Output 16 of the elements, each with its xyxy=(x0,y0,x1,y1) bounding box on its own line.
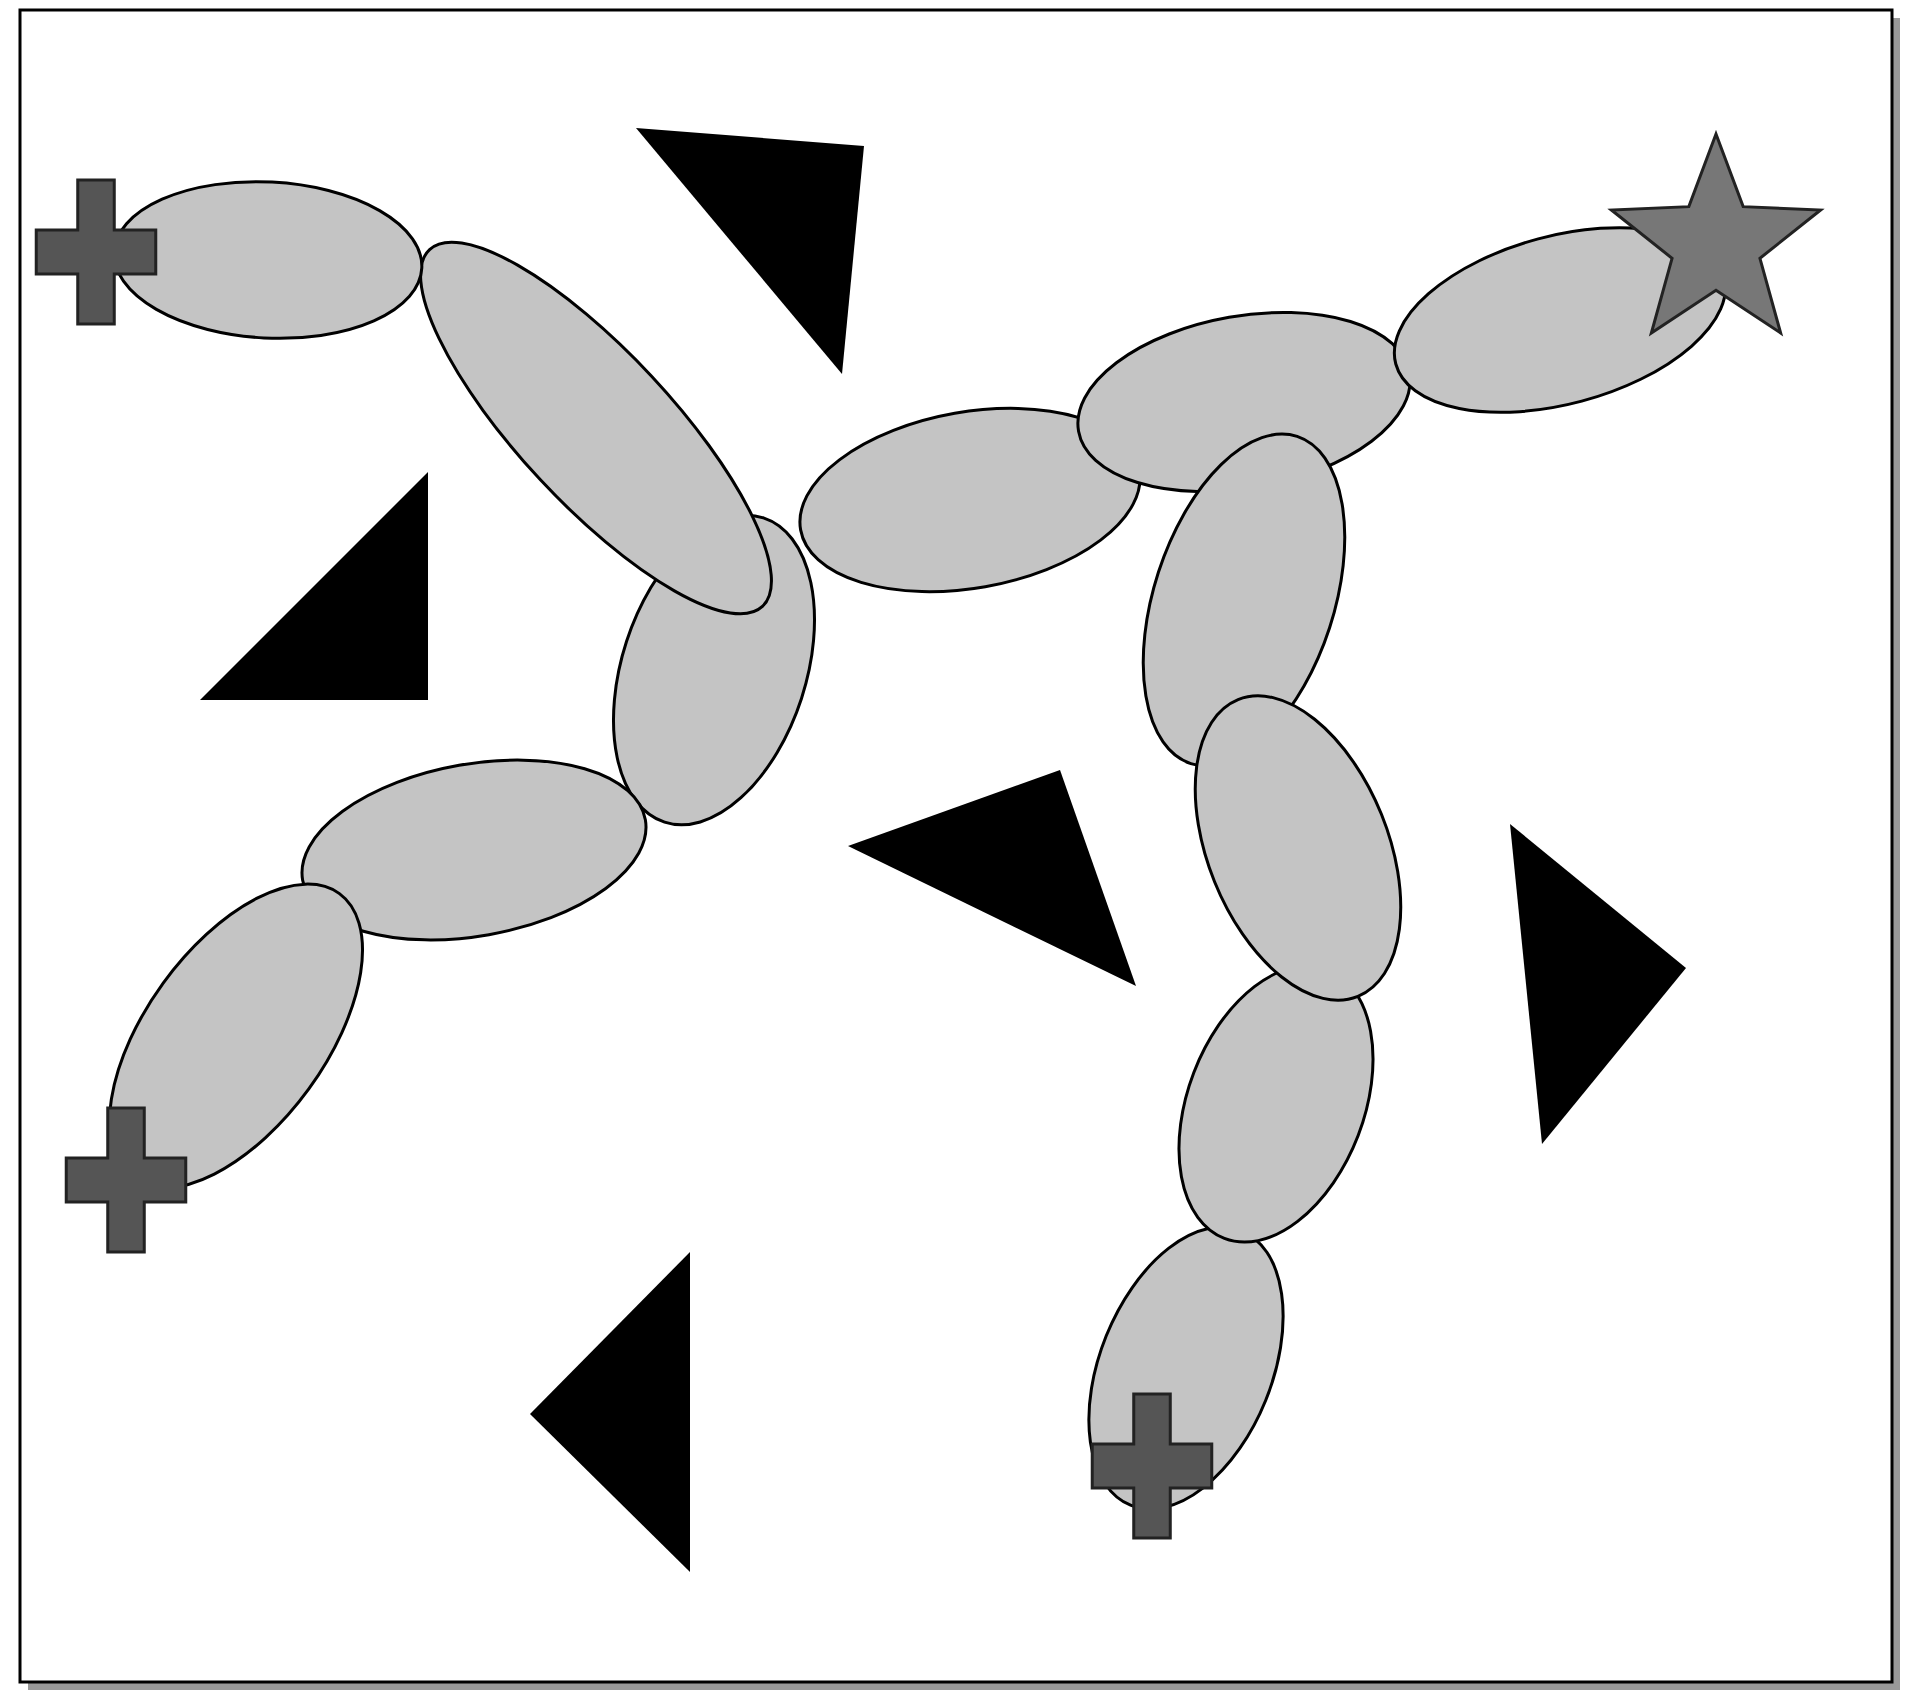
plus-icon xyxy=(64,1106,188,1254)
ellipse xyxy=(108,882,364,1190)
ellipse xyxy=(798,407,1142,593)
ellipse xyxy=(300,758,648,942)
ellipse xyxy=(1392,226,1728,414)
triangle xyxy=(200,472,428,700)
ellipse xyxy=(1193,694,1403,1002)
triangle xyxy=(530,1252,690,1572)
triangle xyxy=(848,770,1136,986)
plus-icon xyxy=(34,178,158,326)
ellipse xyxy=(1141,432,1347,768)
star-icon xyxy=(1607,129,1825,337)
triangle xyxy=(1510,824,1686,1144)
ellipse xyxy=(419,240,773,616)
triangle xyxy=(636,128,864,374)
plus-icon xyxy=(1090,1392,1214,1540)
